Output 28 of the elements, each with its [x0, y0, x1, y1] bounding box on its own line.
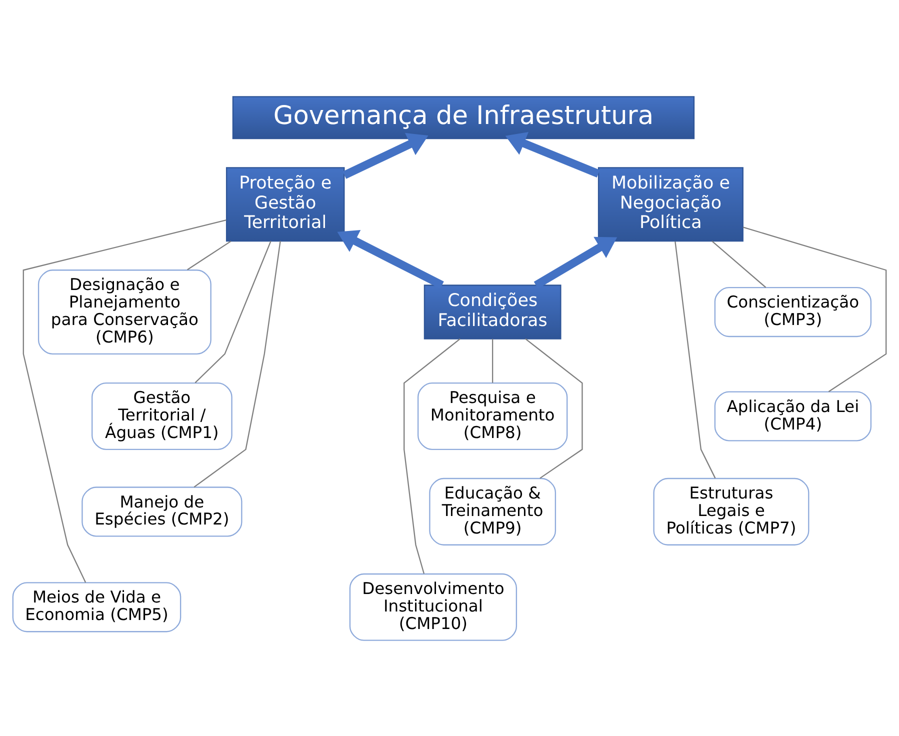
node-box: Mobilização e Negociação Política	[598, 166, 744, 242]
arrow	[337, 230, 444, 288]
connector	[712, 240, 766, 288]
node-box: Meios de Vida e Economia (CMP5)	[12, 582, 182, 632]
node-box: Desenvolvimento Institucional (CMP10)	[349, 572, 518, 640]
connector	[742, 226, 887, 392]
node-box: Governança de Infraestrutura	[232, 96, 695, 139]
node-box: Pesquisa e Monitoramento (CMP8)	[417, 382, 568, 450]
arrow	[342, 132, 428, 178]
node-box: Gestão Territorial / Águas (CMP1)	[92, 382, 232, 450]
connector	[194, 240, 281, 488]
node-box: Designação e Planejamento para Conservação (CMP6)	[38, 269, 212, 354]
connector	[22, 219, 226, 582]
connector	[187, 240, 232, 270]
node-box: Estruturas Legais e Políticas (CMP7)	[653, 477, 810, 545]
connector	[194, 240, 272, 383]
node-box: Educação & Treinamento (CMP9)	[429, 477, 556, 545]
node-box: Conscientização (CMP3)	[714, 286, 872, 337]
node-box: Aplicação da Lei (CMP4)	[714, 390, 872, 441]
connector	[404, 338, 460, 574]
connector	[492, 338, 494, 382]
node-box: Condições Facilitadoras	[424, 284, 562, 339]
node-box: Manejo de Espécies (CMP2)	[82, 486, 242, 536]
connector	[674, 240, 716, 478]
arrow	[505, 132, 600, 177]
connector	[525, 338, 583, 478]
node-box: Proteção e Gestão Territorial	[226, 166, 345, 242]
arrow	[534, 236, 618, 288]
